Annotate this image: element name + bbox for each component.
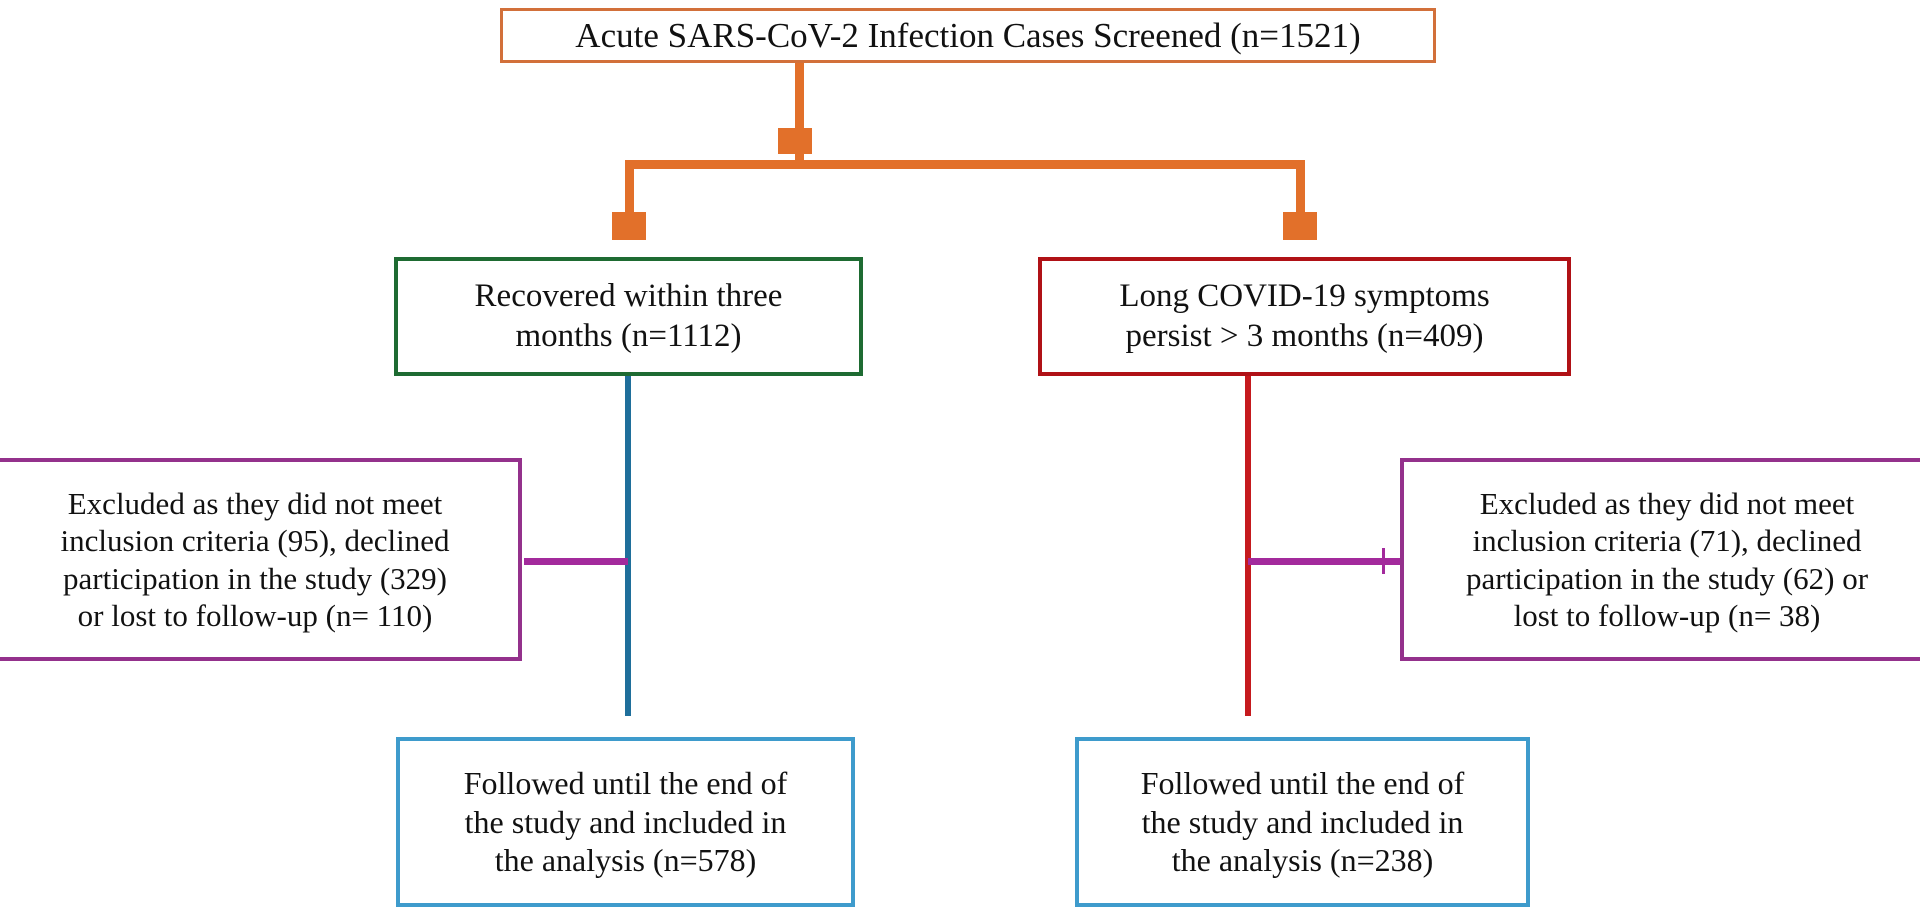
node-recovered-label: Recovered within three months (n=1112): [474, 277, 783, 354]
node-long-covid-symptoms[interactable]: Long COVID-19 symptoms persist > 3 month…: [1038, 257, 1571, 376]
connector-exclusion-left: [524, 558, 628, 565]
node-followed-left-label: Followed until the end of the study and …: [463, 765, 788, 879]
node-excluded-longcovid-group[interactable]: Excluded as they did not meet inclusion …: [1400, 458, 1920, 661]
node-excluded-right-label: Excluded as they did not meet inclusion …: [1465, 486, 1869, 633]
node-excluded-left-label: Excluded as they did not meet inclusion …: [60, 486, 450, 633]
connector-exclusion-right: [1248, 558, 1400, 565]
node-excluded-recovered-group[interactable]: Excluded as they did not meet inclusion …: [0, 458, 522, 661]
arrowhead-to-recovered-icon: [612, 212, 646, 240]
node-followed-right-label: Followed until the end of the study and …: [1140, 765, 1465, 879]
connector-split-horizontal: [625, 160, 1305, 169]
arrowhead-exclusion-right-icon: [1382, 548, 1385, 574]
connector-split-right-vertical: [1296, 160, 1305, 240]
connector-screened-trunk: [795, 62, 804, 160]
node-cases-screened[interactable]: Acute SARS-CoV-2 Infection Cases Screene…: [500, 8, 1436, 63]
node-recovered-within-three-months[interactable]: Recovered within three months (n=1112): [394, 257, 863, 376]
node-followed-included-longcovid[interactable]: Followed until the end of the study and …: [1075, 737, 1530, 907]
node-cases-screened-label: Acute SARS-CoV-2 Infection Cases Screene…: [575, 15, 1361, 55]
connector-recovered-to-followed: [625, 376, 631, 716]
connector-split-left-vertical: [625, 160, 634, 240]
arrowhead-to-longcovid-icon: [1283, 212, 1317, 240]
node-long-covid-label: Long COVID-19 symptoms persist > 3 month…: [1119, 277, 1490, 354]
node-followed-included-recovered[interactable]: Followed until the end of the study and …: [396, 737, 855, 907]
connector-longcovid-to-followed: [1245, 376, 1251, 716]
arrowhead-screened-down-icon: [778, 128, 812, 154]
